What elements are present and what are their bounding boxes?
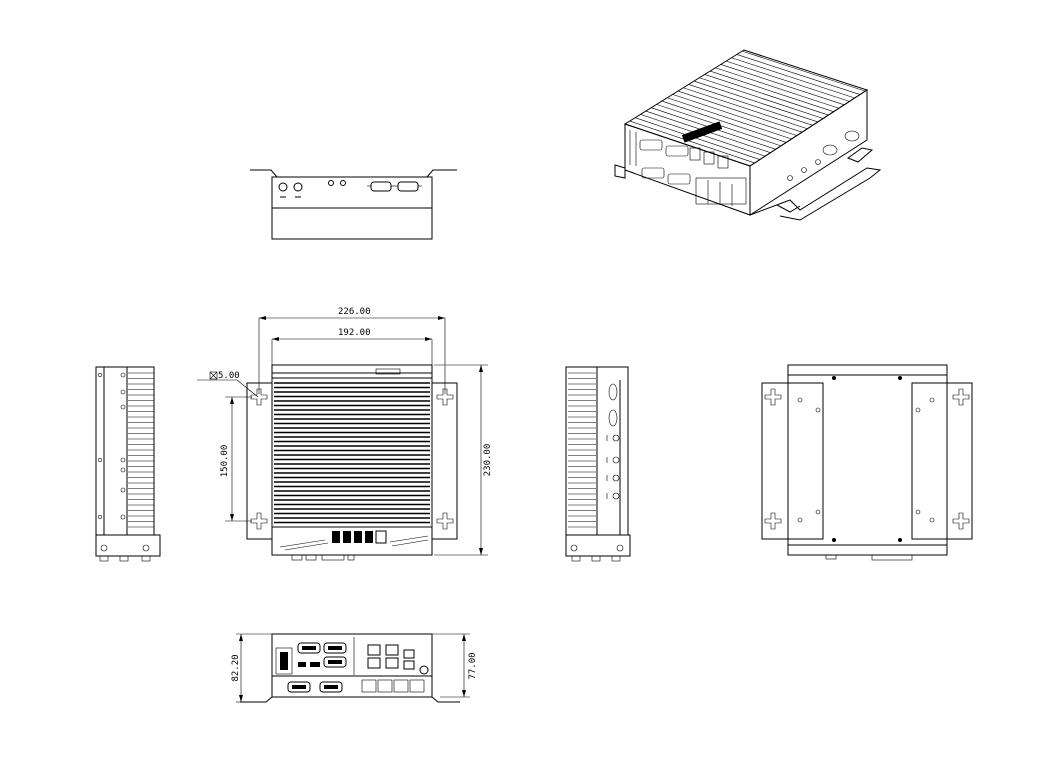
left-hole <box>120 467 126 473</box>
iso-fin <box>731 57 855 99</box>
rear-io-view: 82.20 77.00 <box>231 633 478 703</box>
left-hole <box>120 514 126 520</box>
iso-fin <box>683 87 808 130</box>
keyhole-icon <box>436 388 454 406</box>
left-fins <box>128 372 154 528</box>
iso-fin <box>715 67 840 109</box>
left-side-view <box>95 366 161 562</box>
front-mount-holes <box>250 388 454 530</box>
iso-fin <box>629 120 755 164</box>
top-view <box>250 169 457 240</box>
keyhole-icon <box>764 512 782 530</box>
dim-side-height: 82.20 <box>231 633 272 703</box>
iso-fin <box>742 50 866 92</box>
keyhole-icon <box>250 512 268 530</box>
left-hole <box>120 389 126 395</box>
left-hole <box>97 514 103 520</box>
left-hole <box>120 487 126 493</box>
dim-body-height: 77.00 <box>432 633 478 698</box>
iso-fin <box>672 94 797 136</box>
right-port <box>612 434 620 442</box>
left-hole <box>97 372 103 378</box>
front-fins <box>274 382 430 524</box>
right-port <box>612 456 620 464</box>
iso-fin <box>693 80 818 123</box>
dim-hole-spacing: 150.00 <box>220 396 252 522</box>
serial-ports <box>287 642 347 693</box>
isometric-view <box>614 49 882 221</box>
left-hole <box>97 457 103 463</box>
iso-fin <box>699 77 824 119</box>
dim-overall-width: 226.00 <box>258 307 446 394</box>
dim-hole-size-label: 5.00 <box>218 371 240 381</box>
right-side-view <box>565 366 631 562</box>
iso-fin <box>661 100 787 143</box>
dim-overall-width-label: 226.00 <box>338 307 371 317</box>
left-hole <box>120 372 126 378</box>
bottom-mount-holes <box>764 388 970 530</box>
iso-fin <box>704 74 829 116</box>
dim-hole-size: 5.00 <box>197 371 259 398</box>
dim-overall-height-label: 230.00 <box>483 444 493 477</box>
right-ports <box>606 434 620 500</box>
iso-fin <box>726 60 850 102</box>
keyhole-icon <box>952 388 970 406</box>
iso-fin <box>688 84 813 126</box>
keyhole-icon <box>952 512 970 530</box>
left-hole <box>120 457 126 463</box>
dim-overall-height: 230.00 <box>434 364 493 556</box>
usb-lan-ports <box>361 644 429 693</box>
front-view: 226.00 192.00 5.00 150.00 <box>197 307 493 561</box>
right-fins <box>568 372 596 528</box>
dim-inner-width-label: 192.00 <box>338 328 371 338</box>
isometric-fins <box>629 50 866 164</box>
left-hole <box>120 404 126 410</box>
iso-fin <box>677 90 803 133</box>
keyhole-icon <box>250 388 268 406</box>
dim-side-height-label: 82.20 <box>231 654 241 681</box>
iso-fin <box>709 70 834 112</box>
iso-fin <box>635 117 761 160</box>
iso-fin <box>736 54 861 95</box>
right-port <box>612 474 620 482</box>
left-holes <box>97 372 126 520</box>
iso-fin <box>720 64 845 106</box>
keyhole-icon <box>436 512 454 530</box>
iso-fin <box>667 97 792 140</box>
bottom-view <box>761 364 973 561</box>
dim-inner-width: 192.00 <box>271 328 433 365</box>
right-port <box>612 492 620 500</box>
dim-body-height-label: 77.00 <box>468 652 478 679</box>
keyhole-icon <box>764 388 782 406</box>
dim-hole-spacing-label: 150.00 <box>220 445 230 478</box>
